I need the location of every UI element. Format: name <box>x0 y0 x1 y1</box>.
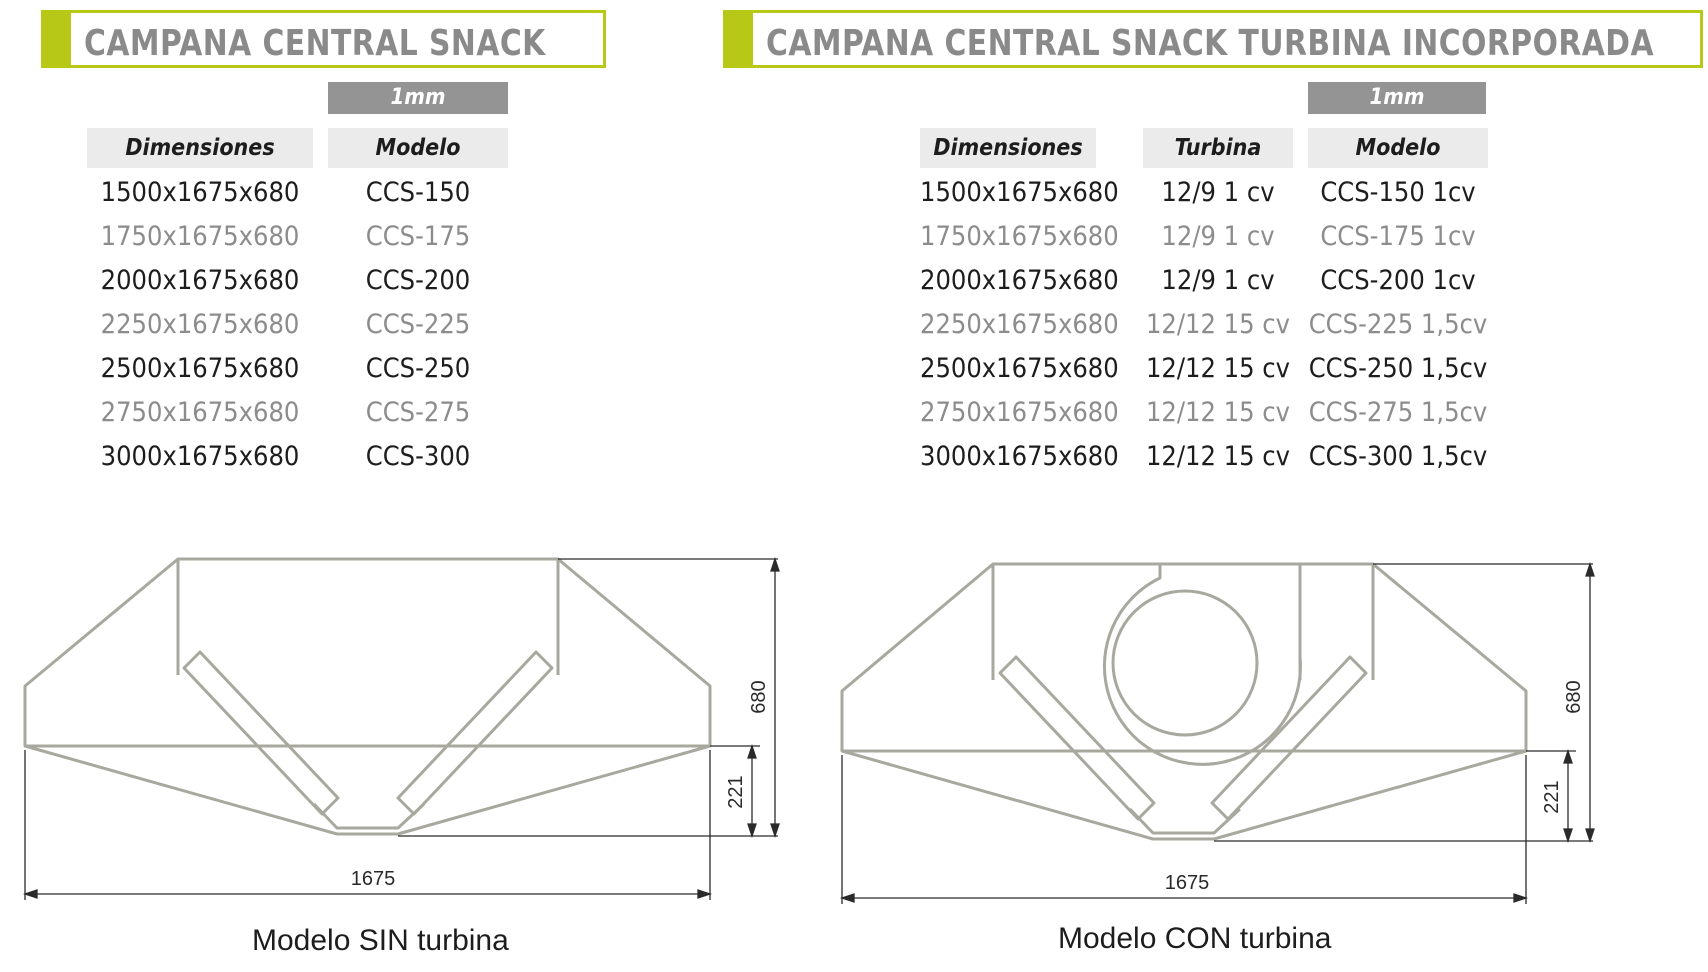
left-table-row: 2750x1675x680 CCS-275 <box>0 393 600 433</box>
model-cell: CCS-225 1,5cv <box>1308 309 1488 340</box>
dimension-cell: 2500x1675x680 <box>100 353 300 384</box>
left-header-dimensions: Dimensiones <box>87 128 313 168</box>
dimension-cell: 1500x1675x680 <box>920 177 1119 208</box>
left-table-row: 2000x1675x680 CCS-200 <box>0 261 600 301</box>
left-dimension-lines <box>22 556 780 900</box>
left-table-row: 3000x1675x680 CCS-300 <box>0 437 600 477</box>
turbine-cell: 12/12 15 cv <box>1145 397 1291 428</box>
model-cell: CCS-200 1cv <box>1320 265 1476 296</box>
dimension-cell: 2250x1675x680 <box>920 309 1119 340</box>
turbine-cell: 12/9 1 cv <box>1161 221 1275 252</box>
right-dimension-lines <box>839 561 1595 904</box>
dimension-cell: 1750x1675x680 <box>100 221 300 252</box>
model-cell: CCS-275 1,5cv <box>1308 397 1488 428</box>
dimension-cell: 1500x1675x680 <box>100 177 300 208</box>
model-cell: CCS-150 1cv <box>1320 177 1476 208</box>
right-hood-outline <box>840 562 1528 841</box>
right-width-label: 1675 <box>1165 872 1210 894</box>
dimension-cell: 3000x1675x680 <box>920 441 1119 472</box>
model-cell: CCS-300 <box>365 441 471 472</box>
model-cell: CCS-300 1,5cv <box>1308 441 1488 472</box>
right-table-row: 1500x1675x680 12/9 1 cv CCS-150 1cv <box>0 173 1700 213</box>
model-cell: CCS-175 <box>365 221 471 252</box>
right-table-row: 1750x1675x680 12/9 1 cv CCS-175 1cv <box>0 217 1700 257</box>
dimension-cell: 2500x1675x680 <box>920 353 1119 384</box>
right-title-accent <box>723 10 753 68</box>
dimension-cell: 3000x1675x680 <box>100 441 300 472</box>
model-cell: CCS-250 1,5cv <box>1308 353 1488 384</box>
model-cell: CCS-175 1cv <box>1320 221 1476 252</box>
right-table-row: 3000x1675x680 12/12 15 cv CCS-300 1,5cv <box>0 437 1700 477</box>
dimension-cell: 2750x1675x680 <box>100 397 300 428</box>
right-lower-label: 221 <box>1541 780 1563 813</box>
right-header-turbine: Turbina <box>1143 128 1293 168</box>
right-header-model: Modelo <box>1308 128 1488 168</box>
model-cell: CCS-150 <box>365 177 471 208</box>
right-title-box: CAMPANA CENTRAL SNACK TURBINA INCORPORAD… <box>723 10 1703 68</box>
turbine-cell: 12/12 15 cv <box>1145 353 1291 384</box>
dimension-cell: 1750x1675x680 <box>920 221 1119 252</box>
left-table-row: 2500x1675x680 CCS-250 <box>0 349 600 389</box>
left-lower-label: 221 <box>725 775 747 808</box>
left-hood-outline <box>23 557 712 836</box>
left-thickness-label: 1mm <box>328 82 508 114</box>
right-title: CAMPANA CENTRAL SNACK TURBINA INCORPORAD… <box>766 23 1655 64</box>
left-drawing-caption: Modelo SIN turbina <box>252 924 509 957</box>
turbine-cell: 12/9 1 cv <box>1161 265 1275 296</box>
model-cell: CCS-200 <box>365 265 471 296</box>
model-cell: CCS-225 <box>365 309 471 340</box>
right-table-row: 2000x1675x680 12/9 1 cv CCS-200 1cv <box>0 261 1700 301</box>
turbine-cell: 12/12 15 cv <box>1145 441 1291 472</box>
right-table-row: 2250x1675x680 12/12 15 cv CCS-225 1,5cv <box>0 305 1700 345</box>
dimension-cell: 2250x1675x680 <box>100 309 300 340</box>
model-cell: CCS-275 <box>365 397 471 428</box>
right-table-row: 2750x1675x680 12/12 15 cv CCS-275 1,5cv <box>0 393 1700 433</box>
right-header-dimensions: Dimensiones <box>920 128 1096 168</box>
dimension-cell: 2000x1675x680 <box>100 265 300 296</box>
left-height-label: 680 <box>748 680 770 713</box>
turbine-cell: 12/9 1 cv <box>1161 177 1275 208</box>
left-width-label: 1675 <box>351 868 396 890</box>
left-table-row: 1750x1675x680 CCS-175 <box>0 217 600 257</box>
left-table-row: 2250x1675x680 CCS-225 <box>0 305 600 345</box>
model-cell: CCS-250 <box>365 353 471 384</box>
turbine-cell: 12/12 15 cv <box>1145 309 1291 340</box>
dimension-labels: 1675 680 221 1675 680 221 <box>351 680 1585 894</box>
right-thickness-label: 1mm <box>1308 82 1486 114</box>
left-header-model: Modelo <box>328 128 508 168</box>
left-title-box: CAMPANA CENTRAL SNACK <box>41 10 606 68</box>
right-table-row: 2500x1675x680 12/12 15 cv CCS-250 1,5cv <box>0 349 1700 389</box>
left-title: CAMPANA CENTRAL SNACK <box>84 23 546 64</box>
right-drawing-caption: Modelo CON turbina <box>1058 922 1332 955</box>
dimension-cell: 2750x1675x680 <box>920 397 1119 428</box>
left-title-accent <box>41 10 71 68</box>
left-table-row: 1500x1675x680 CCS-150 <box>0 173 600 213</box>
dimension-cell: 2000x1675x680 <box>920 265 1119 296</box>
right-height-label: 680 <box>1563 680 1585 713</box>
